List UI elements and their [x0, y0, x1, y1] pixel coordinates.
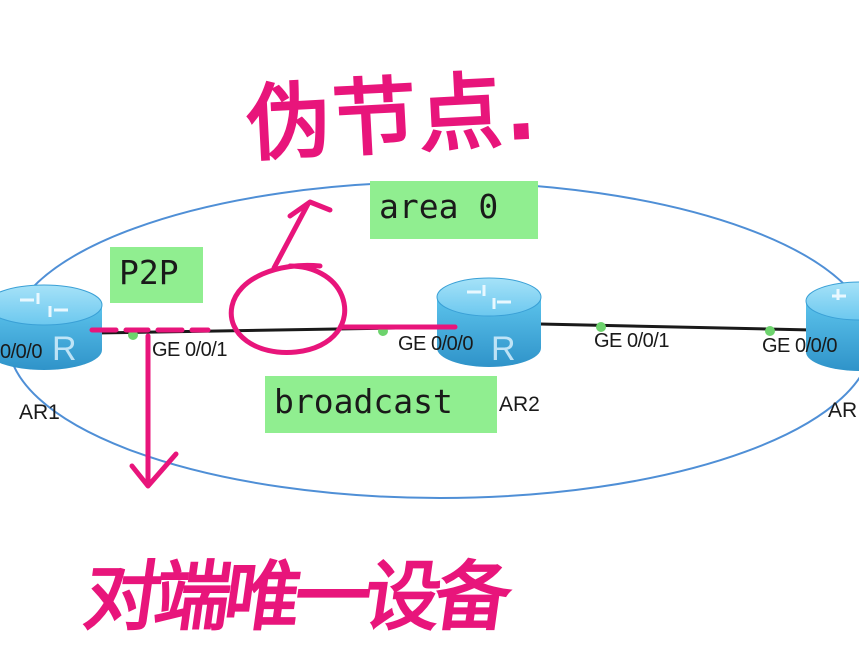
- device-name-ar3: AR: [828, 399, 858, 422]
- port-label-ar2-right: GE 0/0/1: [594, 330, 669, 352]
- device-name-ar1: AR1: [19, 401, 60, 424]
- port-dot-ar3-ge000: [765, 326, 775, 336]
- svg-text:R: R: [491, 330, 516, 368]
- port-label-ar3-left: GE 0/0/0: [762, 335, 837, 357]
- router-icon-ar2[interactable]: R: [436, 277, 542, 368]
- port-label-ar2-left: GE 0/0/0: [398, 333, 473, 355]
- device-name-ar2: AR2: [499, 393, 540, 416]
- handwritten-pseudonode-mark: [228, 199, 458, 355]
- port-label-ar1-right: GE 0/0/1: [152, 339, 227, 361]
- annotation-pseudonode: 伪节点.: [243, 60, 541, 174]
- port-label-ar1-left: 0/0/0: [0, 341, 42, 363]
- svg-text:R: R: [52, 330, 77, 368]
- router-icon-ar3[interactable]: [805, 281, 859, 371]
- area-label: area 0: [370, 181, 538, 239]
- router-icon-ar1[interactable]: R: [0, 284, 103, 370]
- port-dot-ar2-ge001: [596, 322, 606, 332]
- handwritten-p2p-mark: [89, 327, 211, 489]
- annotation-unique-peer: 对端唯一设备: [78, 552, 512, 641]
- broadcast-label: broadcast: [265, 376, 497, 433]
- p2p-label: P2P: [110, 247, 203, 303]
